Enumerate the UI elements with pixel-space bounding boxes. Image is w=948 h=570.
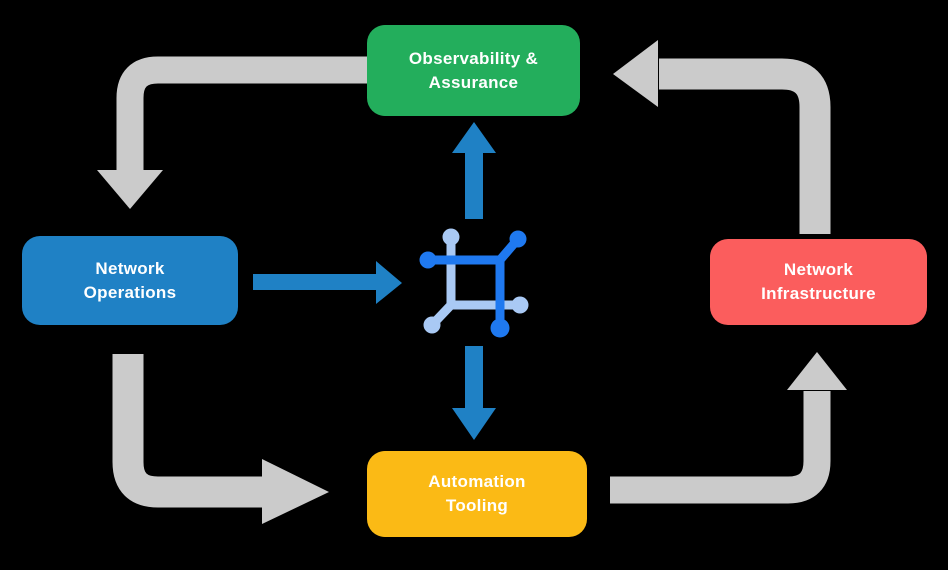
arrow-center-to-observability bbox=[452, 122, 496, 219]
arrow-infrastructure-to-observability bbox=[613, 40, 831, 234]
node-automation-label-line1: Automation bbox=[428, 472, 526, 491]
node-network-infrastructure: Network Infrastructure bbox=[710, 239, 927, 325]
node-observability-label-line1: Observability & bbox=[408, 48, 539, 68]
node-operations-label-line2: Operations bbox=[83, 282, 177, 302]
node-observability-assurance: Observability & Assurance bbox=[367, 25, 580, 116]
arrow-observability-to-operations bbox=[97, 56, 368, 209]
network-mesh-icon bbox=[419, 228, 529, 338]
arrow-operations-to-automation bbox=[112, 354, 329, 524]
network-mesh-icon-primary bbox=[419, 230, 527, 338]
node-observability-label-line2: Assurance bbox=[428, 72, 519, 92]
arrow-center-to-automation bbox=[452, 346, 496, 440]
node-network-operations: Network Operations bbox=[22, 236, 238, 325]
node-infrastructure-label-line2: Infrastructure bbox=[761, 284, 876, 303]
node-infrastructure-label-line1: Network bbox=[783, 260, 854, 279]
node-automation-tooling: Automation Tooling bbox=[367, 451, 587, 537]
arrow-automation-to-infrastructure bbox=[610, 352, 847, 504]
node-automation-label-line2: Tooling bbox=[445, 496, 509, 515]
arrow-operations-to-center bbox=[253, 261, 402, 304]
node-operations-label-line1: Network bbox=[95, 258, 165, 278]
